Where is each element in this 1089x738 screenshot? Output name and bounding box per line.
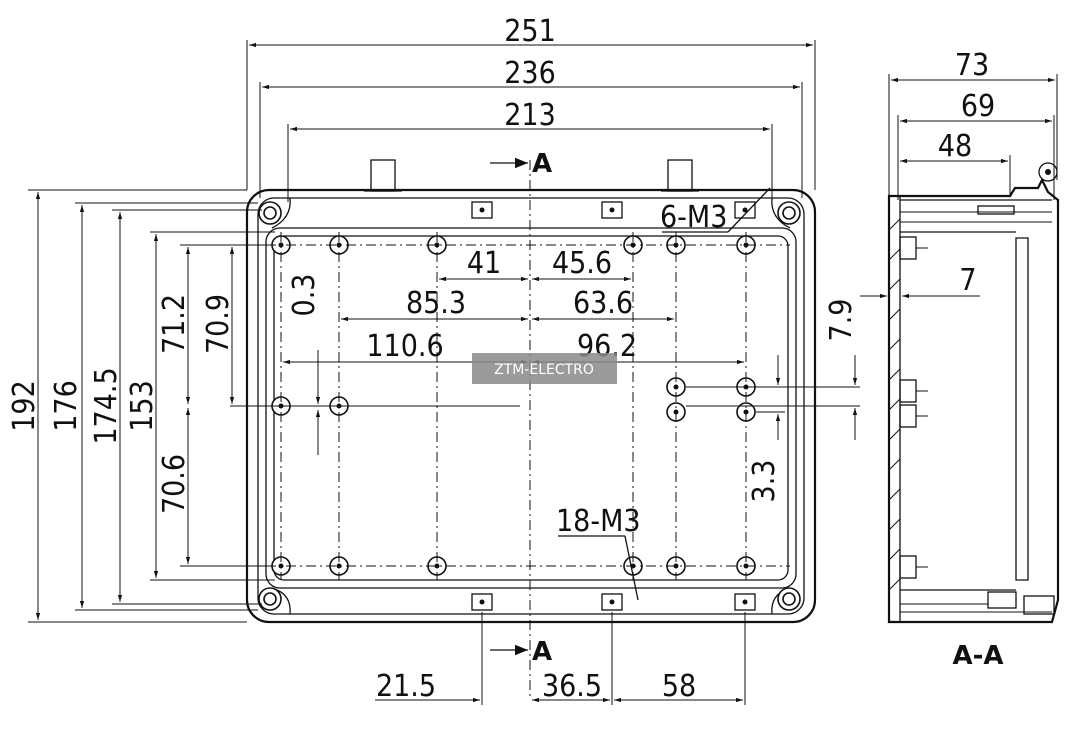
inner-horizontal-dimensions: 41 45.6 85.3 63.6 110.6 96.2 <box>283 246 744 365</box>
section-view-a-a <box>887 162 1060 624</box>
callout-18-m3: 18-M3 <box>556 504 641 539</box>
dim-153: 153 <box>125 380 160 432</box>
dim-63-6: 63.6 <box>573 286 633 321</box>
dim-41: 41 <box>467 246 501 281</box>
dim-45-6: 45.6 <box>552 246 612 281</box>
dim-3-3: 3.3 <box>747 460 782 503</box>
dim-213: 213 <box>504 98 556 133</box>
side-dimensions: 73 69 48 7 <box>860 48 1058 299</box>
watermark: ZTM-ELECTRO <box>472 353 617 384</box>
dim-21-5: 21.5 <box>376 669 436 704</box>
dim-71-2: 71.2 <box>157 294 192 354</box>
dim-48: 48 <box>938 129 972 164</box>
dim-69: 69 <box>961 89 995 124</box>
dim-85-3: 85.3 <box>406 286 466 321</box>
dim-7: 7 <box>959 263 976 298</box>
dim-73: 73 <box>955 48 989 83</box>
dim-192: 192 <box>7 380 42 432</box>
section-mark-bottom: A <box>532 637 552 667</box>
right-vertical-dimensions: 7.9 3.3 <box>686 299 860 503</box>
watermark-text: ZTM-ELECTRO <box>494 362 594 378</box>
dim-0-3: 0.3 <box>287 274 322 317</box>
callout-6-m3: 6-M3 <box>660 200 727 235</box>
center-lines <box>230 160 790 700</box>
m3-lid-screws <box>471 201 756 611</box>
dim-176: 176 <box>49 380 84 432</box>
callouts: 6-M3 18-M3 <box>556 187 771 601</box>
section-view-label: A-A <box>952 641 1003 671</box>
enclosure-front-view <box>245 159 817 624</box>
dim-251: 251 <box>504 14 556 49</box>
dim-110-6: 110.6 <box>366 329 443 364</box>
dim-70-9: 70.9 <box>201 294 236 354</box>
top-dimensions: 251 236 213 <box>246 14 816 202</box>
bottom-dimensions: 21.5 36.5 58 <box>375 612 746 705</box>
dim-70-6: 70.6 <box>157 454 192 514</box>
dim-7-9: 7.9 <box>824 299 859 342</box>
dim-36-5: 36.5 <box>542 669 602 704</box>
dim-58: 58 <box>662 669 696 704</box>
corner-mounting-holes <box>258 201 801 611</box>
dim-174-5: 174.5 <box>89 367 124 444</box>
dim-236: 236 <box>504 56 556 91</box>
section-mark-top: A <box>532 149 552 179</box>
section-marks: A A <box>490 149 552 667</box>
left-dimensions: 192 176 174.5 153 71.2 70.9 70.6 0.3 <box>7 189 322 623</box>
